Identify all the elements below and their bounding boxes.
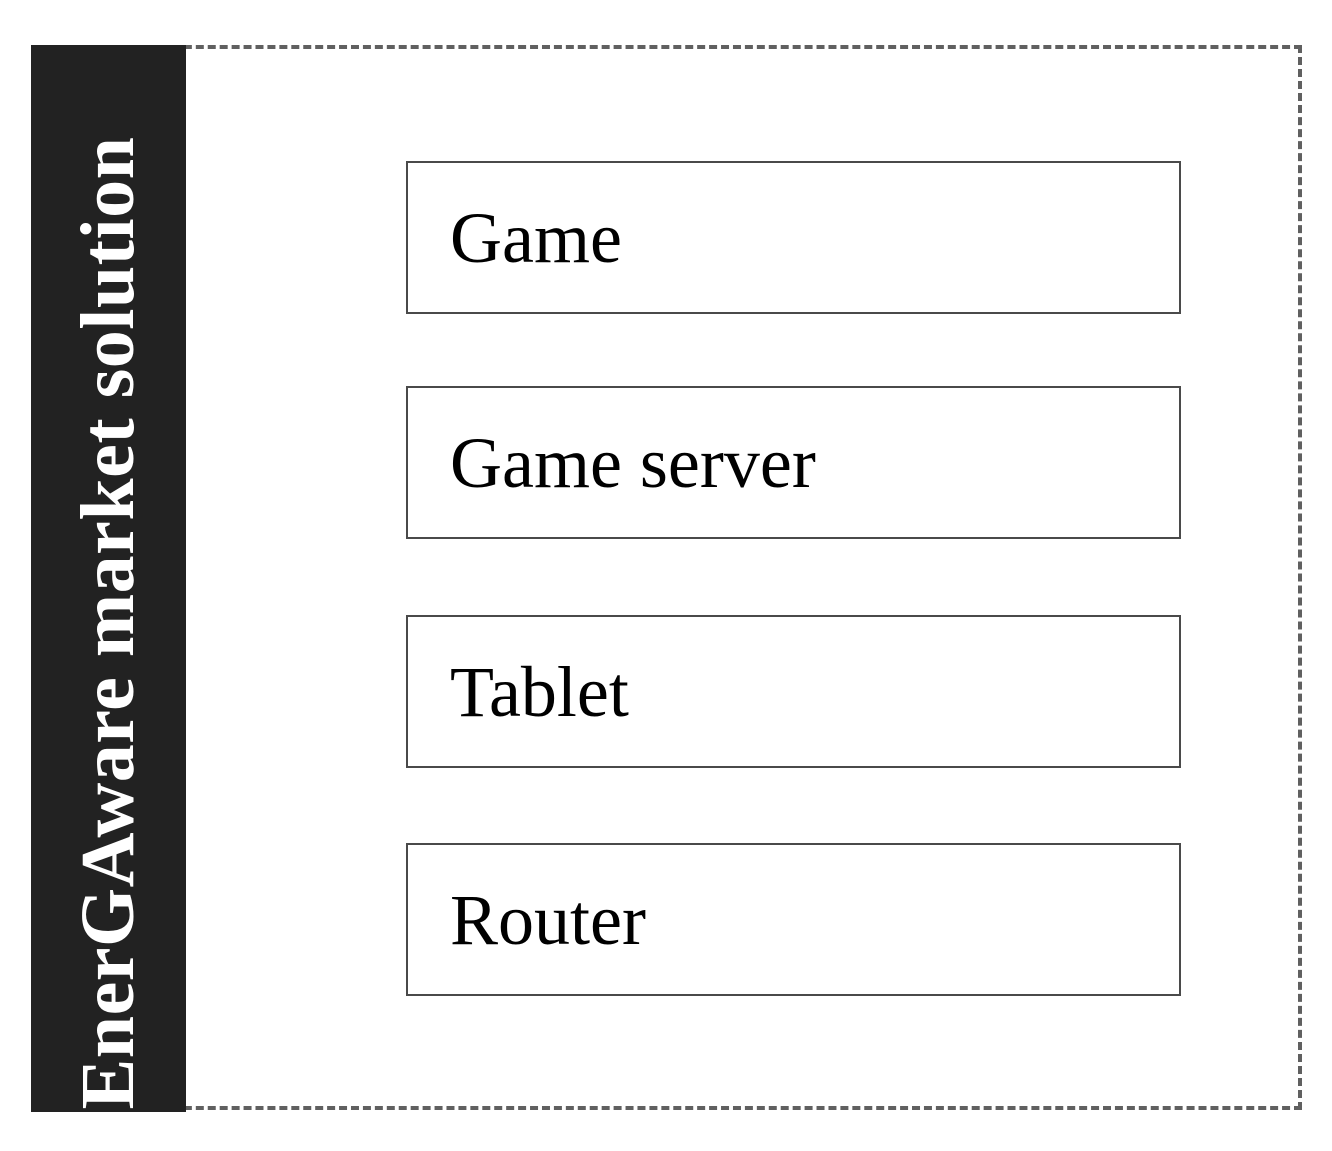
component-router: Router	[406, 843, 1181, 996]
solution-title: EnerGAware market solution	[66, 136, 150, 1110]
component-label: Tablet	[450, 651, 629, 732]
solution-title-bar: EnerGAware market solution	[31, 45, 186, 1112]
component-tablet: Tablet	[406, 615, 1181, 768]
component-label: Game server	[450, 422, 816, 503]
component-game: Game	[406, 161, 1181, 314]
component-label: Router	[450, 879, 646, 960]
component-label: Game	[450, 197, 622, 278]
component-game-server: Game server	[406, 386, 1181, 539]
